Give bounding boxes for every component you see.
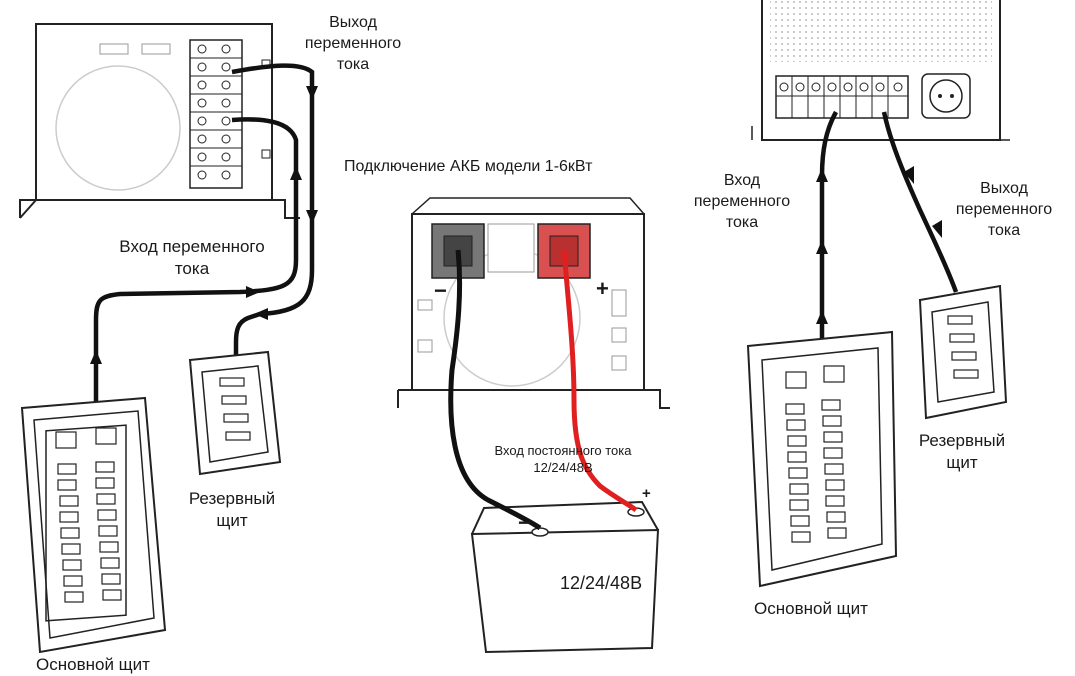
plus-sign: + [596, 276, 609, 301]
left-main-panel-label: Основной щит [36, 655, 150, 674]
right-main-panel [746, 330, 898, 588]
left-backup-line-1: Резервный [188, 489, 276, 508]
battery-minus-sign: − [518, 510, 531, 535]
right-ac-input-line-3: тока [725, 214, 759, 231]
right-ac-input-line-1: Вход [723, 172, 761, 189]
right-backup-line-2: щит [946, 453, 978, 472]
right-ac-output-line-3: тока [987, 222, 1021, 239]
left-ac-output-label: Выход переменного тока [298, 12, 408, 75]
battery-voltage-label: 12/24/48В [560, 573, 643, 593]
right-ac-input-line-2: переменного [693, 193, 791, 210]
minus-sign: − [434, 278, 447, 303]
center-inverter [397, 197, 670, 409]
left-ac-input-label: Вход переменного тока [92, 236, 292, 280]
right-ac-input-label: Вход переменного тока [672, 170, 812, 233]
left-backup-line-2: щит [216, 511, 248, 530]
right-ac-output-line-1: Выход [980, 180, 1028, 197]
left-ac-output-line-1: Выход [329, 14, 377, 31]
left-main-panel [20, 396, 167, 654]
battery-plus-sign: + [642, 485, 651, 502]
right-inverter [751, 0, 1010, 141]
left-ac-input-line-2: тока [174, 259, 210, 278]
left-arrows [90, 86, 318, 364]
right-backup-line-1: Резервный [918, 431, 1006, 450]
battery [470, 500, 660, 654]
left-ac-output-line-3: тока [336, 56, 370, 73]
right-backup-panel [918, 284, 1008, 420]
right-arrows [816, 166, 942, 324]
left-backup-panel-label: Резервный щит [168, 488, 296, 532]
left-backup-panel [188, 350, 282, 476]
left-ac-input-line-1: Вход переменного [119, 237, 265, 256]
dc-input-line-2: 12/24/48В [533, 460, 593, 475]
dc-input-line-1: Вход постоянного тока [494, 443, 632, 458]
right-ac-output-label: Выход переменного тока [938, 178, 1070, 241]
left-terminal-block [189, 39, 271, 189]
right-ac-output-line-2: переменного [955, 201, 1053, 218]
dc-cables [448, 249, 638, 531]
left-ac-output-wires [93, 63, 315, 420]
dc-input-label: Вход постоянного тока 12/24/48В [458, 442, 668, 476]
left-ac-output-line-2: переменного [304, 35, 402, 52]
right-backup-panel-label: Резервный щит [896, 430, 1028, 474]
right-main-panel-label: Основной щит [754, 599, 868, 618]
diagram-title: Подключение АКБ модели 1-6кВт [344, 158, 593, 175]
